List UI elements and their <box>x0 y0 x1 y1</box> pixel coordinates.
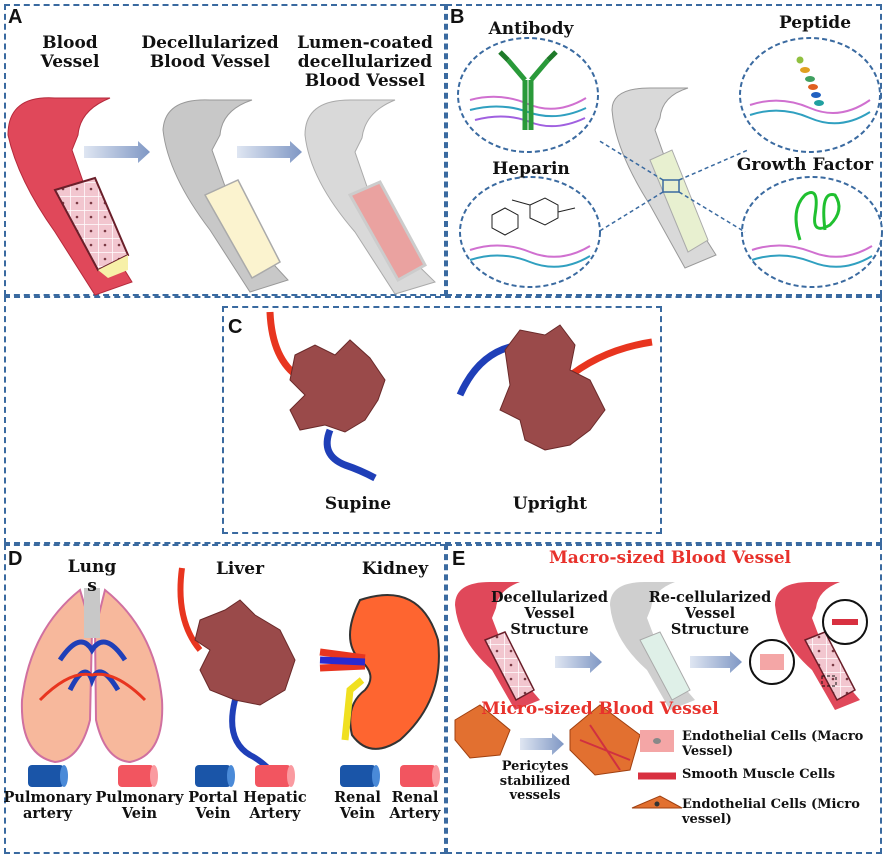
macro-title: Macro-sized Blood Vessel <box>548 548 791 568</box>
label-upright: Upright <box>512 494 588 514</box>
liver-supine <box>266 311 386 482</box>
lungs-graphic <box>20 588 164 764</box>
coated-vessel-graphic <box>304 99 436 295</box>
panel-b-label: B <box>450 6 465 28</box>
panel-e-label: E <box>452 548 466 570</box>
label-coated-vessel: Lumen-coated decellularized Blood Vessel <box>297 33 433 92</box>
panel-d <box>4 544 446 854</box>
label-supine: Supine <box>324 494 392 514</box>
arrow-a1 <box>84 141 150 163</box>
panel-a-label: A <box>8 6 23 28</box>
kidney-graphic <box>319 594 440 750</box>
label-blood-vessel: Blood Vessel <box>40 33 100 73</box>
label-pericytes: Pericytes stabilized vessels <box>499 759 571 804</box>
panel-c <box>222 306 662 534</box>
b-center-vessel <box>597 87 749 269</box>
label-renal-vein: Renal Vein <box>334 789 381 823</box>
label-peptide: Peptide <box>778 13 852 33</box>
panel-e <box>446 544 882 854</box>
peptide-circle <box>739 37 881 153</box>
label-portal-vein: Portal Vein <box>188 789 238 823</box>
e-vessel-2 <box>610 582 695 710</box>
label-pulmonary-artery: Pulmonary artery <box>3 789 92 823</box>
label-renal-artery: Renal Artery <box>389 789 441 823</box>
growth-factor-circle <box>741 176 883 288</box>
label-heparin: Heparin <box>492 159 570 179</box>
antibody-circle <box>457 37 599 153</box>
label-hepatic-artery: Hepatic Artery <box>243 789 307 823</box>
legend-endo-micro: Endothelial Cells (Micro vessel) <box>682 797 860 827</box>
decell-vessel-graphic <box>162 99 289 293</box>
panel-a <box>4 4 446 296</box>
label-liver: Liver <box>215 559 265 579</box>
label-growth-factor: Growth Factor <box>736 155 874 175</box>
e-micro-graphics <box>454 704 641 776</box>
micro-title: Micro-sized Blood Vessel <box>481 699 719 719</box>
legend-endo-macro: Endothelial Cells (Macro Vessel) <box>682 729 864 759</box>
blood-vessel-graphic <box>7 97 133 296</box>
label-pulmonary-vein: Pulmonary Vein <box>95 789 184 823</box>
liver-upright <box>456 324 653 451</box>
arrow-a2 <box>237 141 302 163</box>
arrow-e1 <box>555 651 602 673</box>
panel-d-label: D <box>8 548 23 570</box>
label-decell-vessel: Decellularized Blood Vessel <box>141 33 279 73</box>
e-legend-icons <box>631 730 683 809</box>
label-kidney: Kidney <box>361 559 429 579</box>
legend-smooth-muscle: Smooth Muscle Cells <box>682 767 836 782</box>
d-cylinders <box>28 765 440 787</box>
label-antibody: Antibody <box>488 19 574 39</box>
panel-c-outer <box>4 296 882 544</box>
label-lungs: Lung s <box>67 557 117 597</box>
arrow-e2 <box>690 651 742 673</box>
label-recell-structure: Re-cellularized Vessel Structure <box>648 589 772 639</box>
panel-c-label: C <box>228 316 243 338</box>
heparin-circle <box>459 176 601 288</box>
label-decell-structure: Decellularized Vessel Structure <box>490 589 609 639</box>
e-vessel-1 <box>455 582 540 710</box>
panel-b <box>446 4 882 296</box>
liver-d-graphic <box>177 567 296 773</box>
e-vessel-3 <box>749 582 868 710</box>
